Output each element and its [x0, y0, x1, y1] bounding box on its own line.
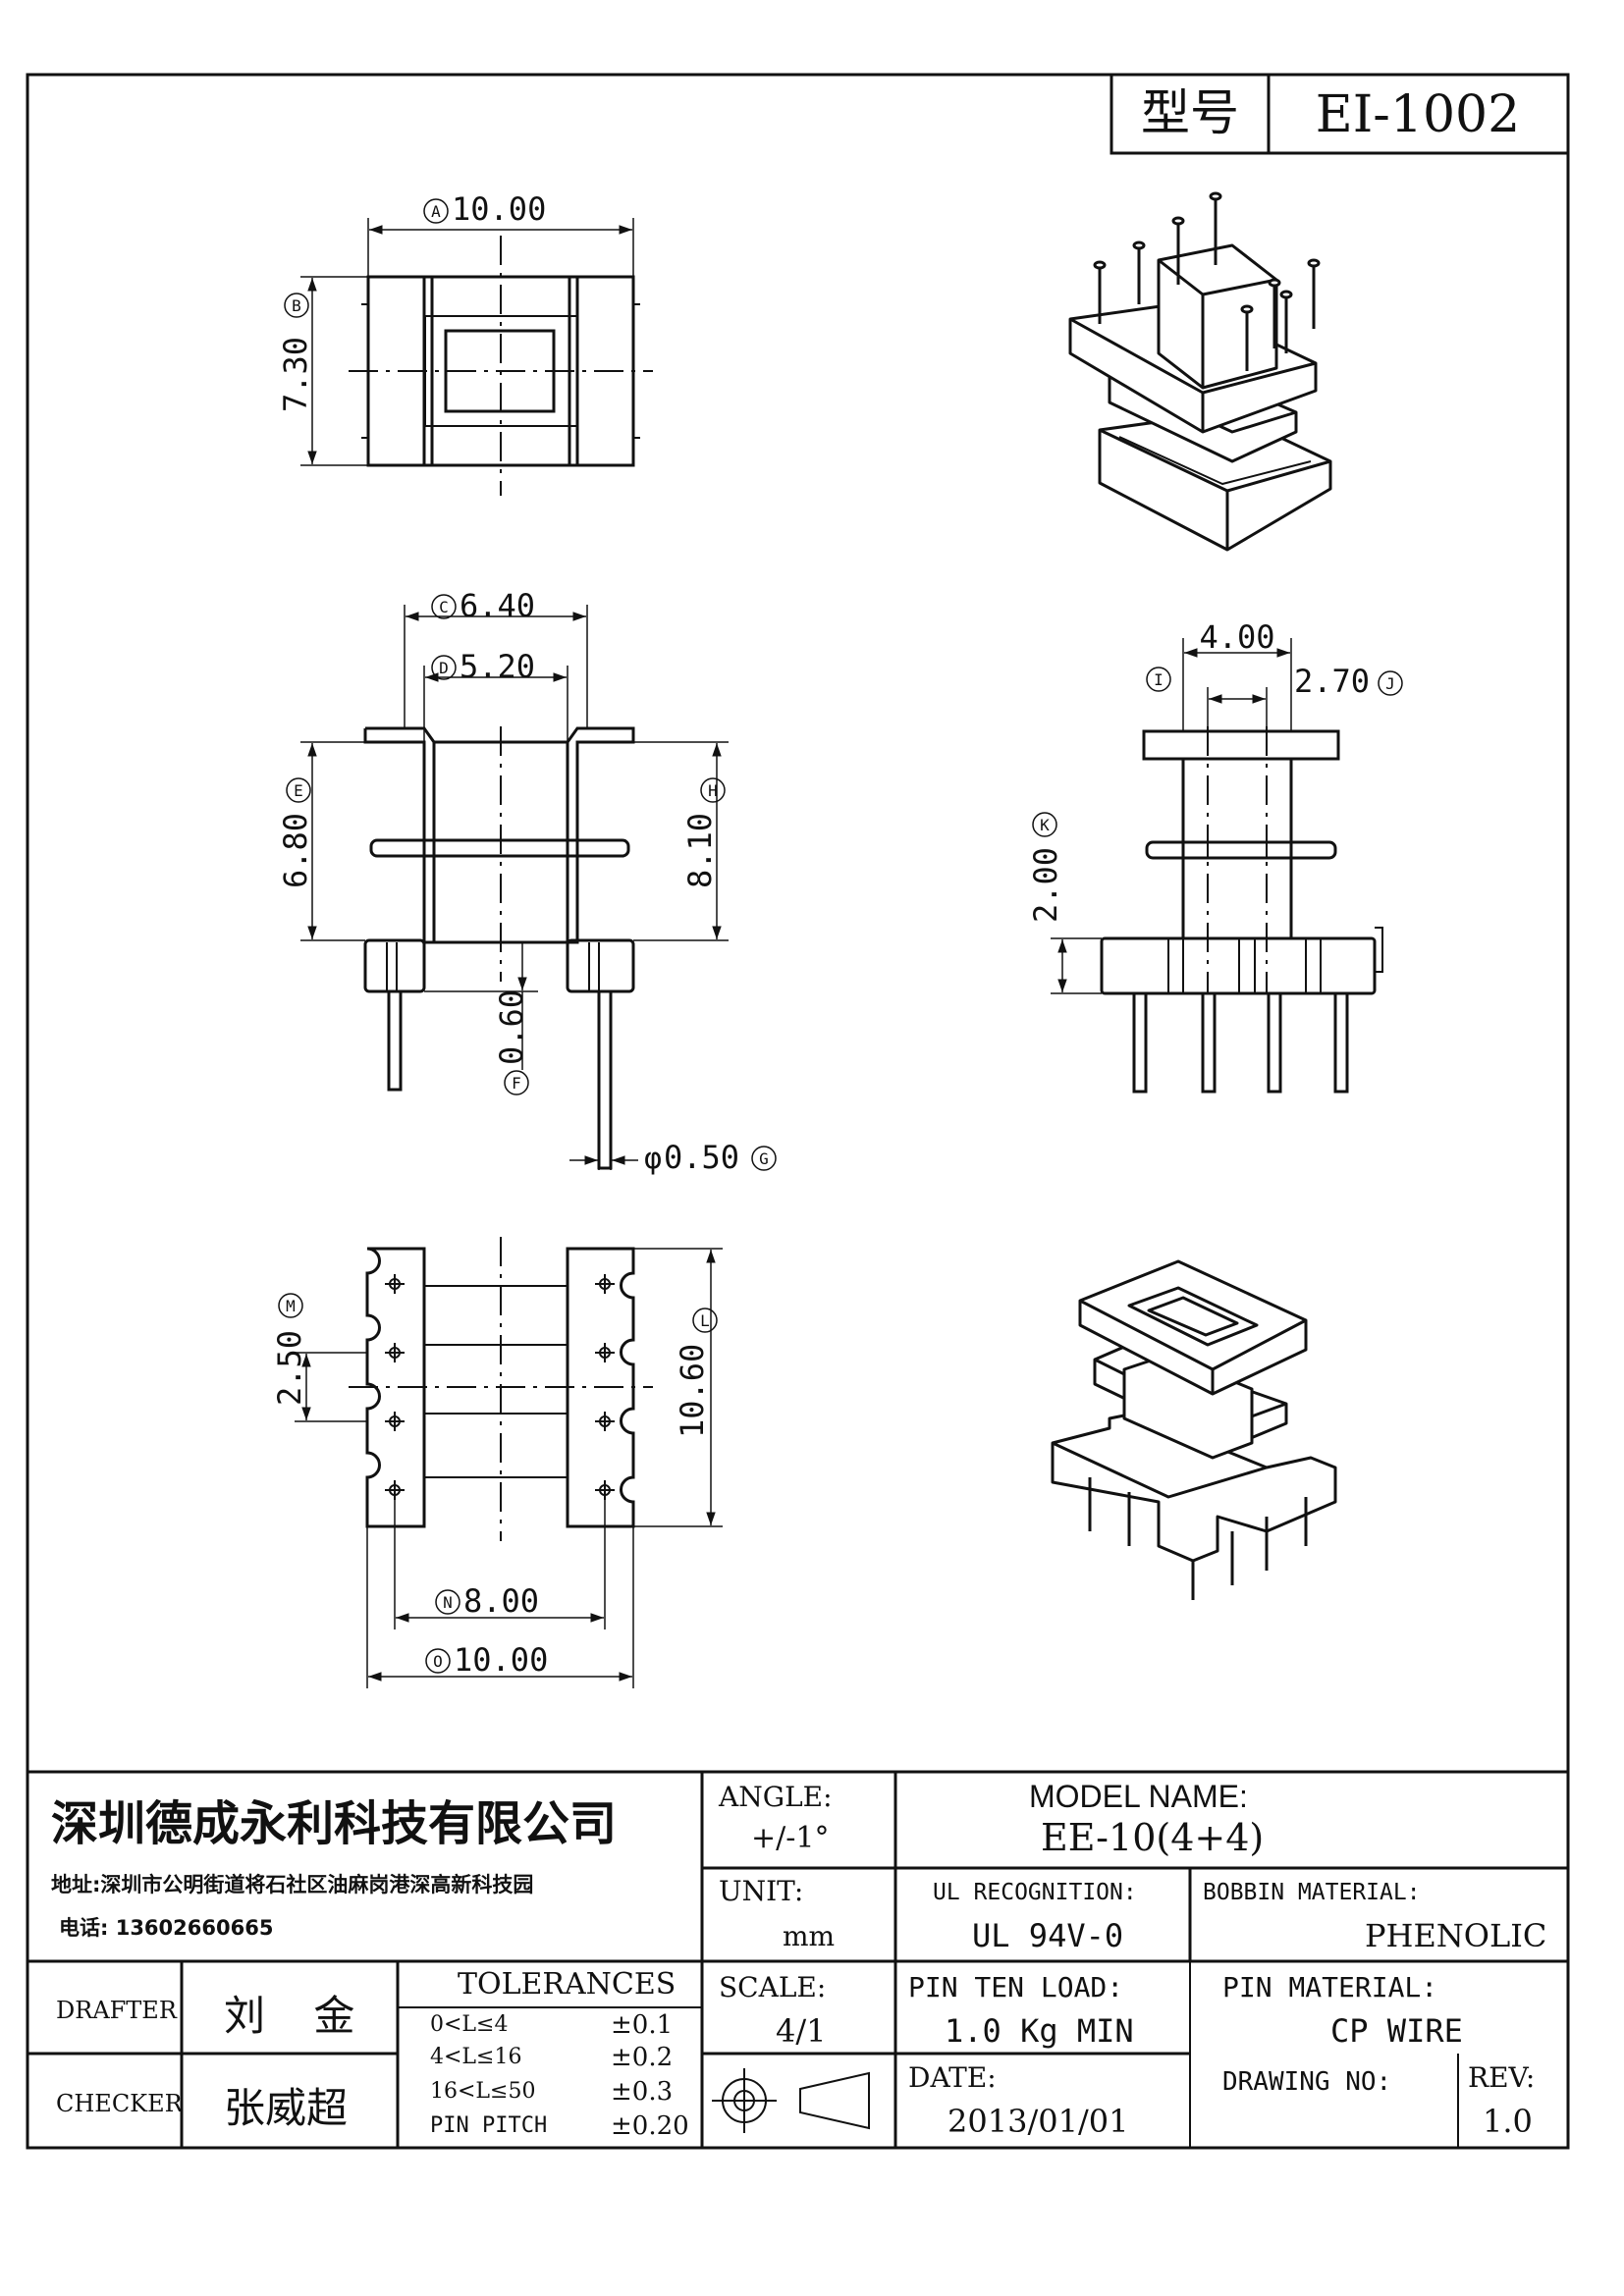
angle-label: ANGLE: [719, 1781, 833, 1813]
marker-E: E [286, 777, 311, 803]
marker-C: C [431, 594, 457, 619]
drafter-label: DRAFTER [56, 1997, 177, 2024]
marker-A: A [423, 198, 449, 224]
pin-material-label: PIN MATERIAL: [1222, 1971, 1438, 2003]
angle-value: +/-1° [751, 1821, 830, 1855]
svg-text:L: L [700, 1311, 710, 1330]
ul-recognition-value: UL 94V-0 [972, 1917, 1124, 1954]
marker-I: I [1146, 667, 1171, 692]
rev-label: REV: [1468, 2061, 1536, 2094]
top-view [300, 218, 653, 496]
company-phone: 电话: 13602660665 [59, 1916, 274, 1940]
svg-text:H: H [708, 781, 718, 800]
svg-text:M: M [286, 1297, 296, 1315]
dim-O: 10.00 [454, 1641, 548, 1679]
tolerance-range: 0<L≤4 [430, 2012, 509, 2037]
svg-text:B: B [292, 296, 301, 315]
side-view [1051, 638, 1383, 1094]
bobbin-material-label: BOBBIN MATERIAL: [1203, 1880, 1421, 1905]
model-header-label: 型号 [1141, 84, 1239, 141]
marker-D: D [431, 655, 457, 680]
front-view [300, 605, 729, 1170]
pin-material-value: CP WIRE [1330, 2012, 1463, 2050]
pin-ten-load-label: PIN TEN LOAD: [908, 1971, 1124, 2003]
svg-text:I: I [1154, 670, 1164, 689]
tolerances-label: TOLERANCES [458, 1967, 677, 2002]
marker-K: K [1032, 812, 1057, 837]
drafter-name: 刘 金 [224, 1992, 373, 2040]
svg-text:F: F [512, 1074, 521, 1093]
model-header-box: 型号 EI-1002 [1110, 73, 1570, 155]
svg-text:A: A [431, 202, 441, 221]
dim-A: 10.00 [452, 190, 546, 228]
marker-F: F [504, 1070, 529, 1095]
model-name-value: EE-10(4+4) [1041, 1816, 1265, 1859]
company-address: 地址:深圳市公明街道将石社区油麻岗港深高新科技园 [51, 1873, 534, 1896]
marker-H: H [700, 777, 726, 803]
svg-text:D: D [439, 659, 449, 677]
svg-text:K: K [1040, 816, 1050, 834]
title-block-grid [27, 1770, 1568, 2148]
marker-J: J [1378, 670, 1403, 696]
unit-label: UNIT: [719, 1875, 804, 1907]
checker-label: CHECKER [56, 2090, 183, 2117]
dim-D: 5.20 [460, 648, 535, 685]
svg-text:J: J [1385, 674, 1395, 693]
dim-M: 2.50 [271, 1330, 308, 1406]
bottom-view [295, 1237, 723, 1688]
marker-B: B [284, 293, 309, 318]
tolerance-value: ±0.20 [611, 2111, 689, 2141]
bobbin-material-value: PHENOLIC [1365, 1917, 1547, 1954]
isometric-assembled-view [1051, 1259, 1337, 1600]
dim-N: 8.00 [463, 1582, 539, 1620]
ul-recognition-label: UL RECOGNITION: [933, 1880, 1137, 1905]
marker-G: G [751, 1146, 777, 1171]
marker-M: M [278, 1293, 303, 1318]
dim-H: 8.10 [681, 813, 719, 888]
svg-text:C: C [439, 598, 449, 616]
isometric-exploded-view [1068, 191, 1332, 552]
unit-value: mm [783, 1920, 836, 1952]
date-value: 2013/01/01 [947, 2103, 1129, 2140]
company-name: 深圳德成永利科技有限公司 [51, 1796, 618, 1851]
dim-I: 4.00 [1199, 618, 1274, 656]
marker-N: N [435, 1589, 460, 1615]
dim-F: 0.60 [493, 989, 530, 1065]
dim-G: 0.50 [664, 1139, 739, 1176]
tolerance-value: ±0.1 [611, 2010, 674, 2040]
tolerance-range: PIN PITCH [430, 2113, 548, 2138]
pin-ten-load-value: 1.0 Kg MIN [945, 2012, 1134, 2050]
svg-text:N: N [443, 1593, 453, 1612]
svg-text:O: O [433, 1652, 443, 1671]
tolerance-range: 4<L≤16 [430, 2045, 522, 2069]
scale-label: SCALE: [719, 1971, 827, 2003]
projection-symbol [712, 2068, 870, 2133]
svg-text:E: E [294, 781, 303, 800]
marker-L: L [692, 1308, 718, 1333]
scale-value: 4/1 [776, 2012, 827, 2050]
dim-J: 2.70 [1294, 663, 1370, 700]
dim-K: 2.00 [1027, 847, 1064, 923]
dim-B: 7.30 [277, 337, 314, 412]
tolerance-range: 16<L≤50 [430, 2079, 536, 2104]
model-name-label: MODEL NAME: [1029, 1779, 1248, 1814]
tolerance-value: ±0.3 [611, 2077, 674, 2107]
dim-E: 6.80 [277, 813, 314, 888]
checker-name: 张威超 [224, 2084, 349, 2132]
marker-O: O [425, 1648, 451, 1674]
drawing-no-label: DRAWING NO: [1222, 2067, 1392, 2097]
svg-text:G: G [759, 1149, 769, 1168]
date-label: DATE: [908, 2061, 997, 2094]
rev-value: 1.0 [1483, 2103, 1533, 2140]
dim-L: 10.60 [674, 1344, 711, 1438]
dim-G-diameter-symbol: φ [644, 1142, 662, 1176]
model-header-value: EI-1002 [1316, 85, 1520, 144]
tolerance-value: ±0.2 [611, 2043, 674, 2072]
drawing-border [26, 73, 1570, 2150]
dim-C: 6.40 [460, 587, 535, 624]
